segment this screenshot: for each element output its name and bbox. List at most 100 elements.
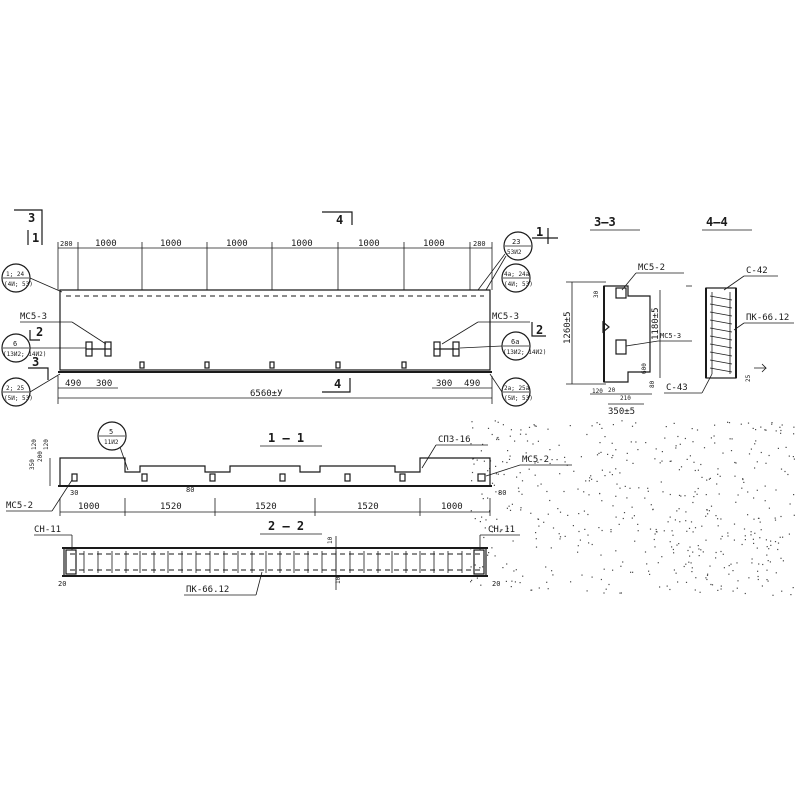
section-1-1-profile — [59, 457, 491, 487]
top-dim-7: 280 — [473, 240, 486, 248]
callout-1-24-ref: (4И; 53) — [4, 281, 33, 288]
cut-line-4-top — [322, 211, 353, 225]
callout-23-num: 23 — [512, 238, 520, 246]
section-4-4-title: 4—4 — [706, 215, 728, 229]
plan-view: 3 1 4 1 280 1000 1000 1000 1000 1000 100… — [1, 209, 558, 407]
callout-6a-num: 6а — [511, 338, 519, 346]
mc5-2-leader — [621, 272, 637, 291]
left-offset-490: 490 — [65, 379, 81, 389]
section-4-4: 4—4 С-42 ПК-66.12 С-43 25 — [664, 215, 794, 394]
height-dim-200: 200 — [37, 451, 44, 462]
section-4-4-outline — [705, 287, 737, 379]
bottom-dim-1520-c: 1520 — [357, 502, 379, 512]
c42-leader — [723, 275, 745, 291]
cut-mark-2-left: 2 — [36, 325, 43, 339]
width-350: 350±5 — [608, 407, 635, 417]
callout-23: 23 53И2 — [477, 231, 533, 291]
cut-line-4-bottom — [322, 378, 351, 393]
pk-66-12-leader — [255, 571, 263, 596]
small-dim-30: 30 — [70, 489, 78, 497]
top-dim-2: 1000 — [160, 239, 182, 249]
d20-right: 20 — [492, 580, 500, 588]
mc5-2-right-label: МС5-2 — [522, 455, 549, 465]
left-offset-300: 300 — [96, 379, 112, 389]
sp3-16-label: СП3-16 — [438, 435, 471, 445]
slab-outline — [59, 289, 491, 371]
section-3-3-arrow — [602, 320, 610, 334]
callout-4a-24a: 4а; 24а (4И; 53) — [501, 263, 533, 293]
cut-mark-1-left: 1 — [32, 231, 39, 245]
height-dim-120-b: 120 — [31, 439, 38, 450]
section-1-1-sockets — [71, 473, 486, 482]
cut-line-2-left — [29, 330, 40, 341]
end-block-left — [65, 549, 77, 575]
bottom-dim-1520-b: 1520 — [255, 502, 277, 512]
mc5-3-label-right: МС5-3 — [492, 312, 519, 322]
cut-line-3-top — [14, 209, 43, 245]
d600: 600 — [641, 363, 648, 374]
pk-66-12-label: ПК-66.12 — [186, 585, 229, 595]
callout-6-num: 6 — [13, 340, 17, 348]
callout-6a-ref: (13И2; 14И2) — [503, 349, 546, 356]
height-dim-120-a: 120 — [43, 439, 50, 450]
section-2-2-title: 2 — 2 — [268, 519, 304, 533]
section-1-1-dim-ticks — [59, 498, 491, 516]
right-offset-300: 300 — [436, 379, 452, 389]
callout-2-25-num: 2; 25 — [6, 385, 24, 392]
right-offset-490: 490 — [464, 379, 480, 389]
callout-1-24: 1; 24 (4И; 53) — [1, 263, 63, 293]
callout-23-ref: 53И2 — [507, 249, 522, 256]
callout-4a-24a-ref: (4И; 53) — [504, 281, 533, 288]
cm-11-left-label: СН-11 — [34, 525, 61, 535]
d20-left: 20 — [58, 580, 66, 588]
cut-mark-2-right: 2 — [536, 323, 543, 337]
cut-line-3-bottom — [28, 367, 49, 380]
d10-top: 10 — [327, 536, 334, 544]
mc5-3-leader-right-2 — [441, 321, 479, 345]
section-3-3: 3—3 МС5-2 МС5-3 1260±5 1180±5 30 600 80 … — [563, 215, 692, 417]
top-dim-3: 1000 — [226, 239, 248, 249]
c43-label: С-43 — [666, 383, 688, 393]
bottom-dim-1000-left: 1000 — [78, 502, 100, 512]
callout-2-25-ref: (5И; 53) — [4, 395, 33, 402]
section-2-2-outline — [63, 547, 487, 577]
mc5-3-leader-left-2 — [71, 321, 107, 345]
callout-6a: 6а (13И2; 14И2) — [459, 331, 546, 361]
d10-bottom: 10 — [335, 576, 342, 584]
end-block-right — [473, 549, 485, 575]
top-dim-0: 280 — [60, 240, 73, 248]
cut-mark-3-top: 3 — [28, 211, 35, 225]
mc5-3-label-left: МС5-3 — [20, 312, 47, 322]
cut-mark-1-right: 1 — [536, 225, 543, 239]
section-4-4-arrows — [686, 285, 767, 373]
d80: 80 — [649, 380, 656, 388]
c43-leader — [701, 373, 713, 394]
plan-sockets — [139, 361, 407, 369]
pk-66-12-4-label: ПК-66.12 — [746, 313, 789, 323]
section-2-2: 2 — 2 СН-11 СН-11 ПК-66.12 20 20 10 10 — [34, 519, 520, 596]
scan-noise — [470, 420, 795, 596]
d30: 30 — [593, 290, 600, 298]
mc5-2-left-leader — [51, 479, 73, 512]
cut-mark-4-bottom: 4 — [334, 377, 341, 391]
d120: 120 — [592, 388, 603, 395]
section-1-1: 1 — 1 350 200 120 120 5 11И2 СП3-16 — [6, 421, 572, 516]
callout-2a-25a-num: 2а; 25а — [504, 385, 530, 392]
callout-6-ref: (13И2; 14И2) — [3, 351, 46, 358]
top-dim-5: 1000 — [358, 239, 380, 249]
callout-5: 5 11И2 — [97, 421, 129, 471]
small-dim-80-mid: 80 — [186, 486, 194, 494]
callout-5-num: 5 — [109, 428, 113, 436]
d210: 210 — [620, 395, 631, 402]
top-dim-1: 1000 — [95, 239, 117, 249]
sp3-16-leader — [421, 444, 437, 469]
callout-1-24-num: 1; 24 — [6, 271, 24, 278]
callout-6: 6 (13И2; 14И2) — [1, 333, 86, 363]
outer-height: 1260±5 — [563, 311, 573, 344]
mc5-3-leader — [625, 340, 659, 347]
top-dimension-ticks — [57, 242, 493, 290]
mc5-3-plate — [615, 339, 627, 355]
overall-length: 6560±У — [250, 389, 283, 399]
section-1-1-title: 1 — 1 — [268, 431, 304, 445]
